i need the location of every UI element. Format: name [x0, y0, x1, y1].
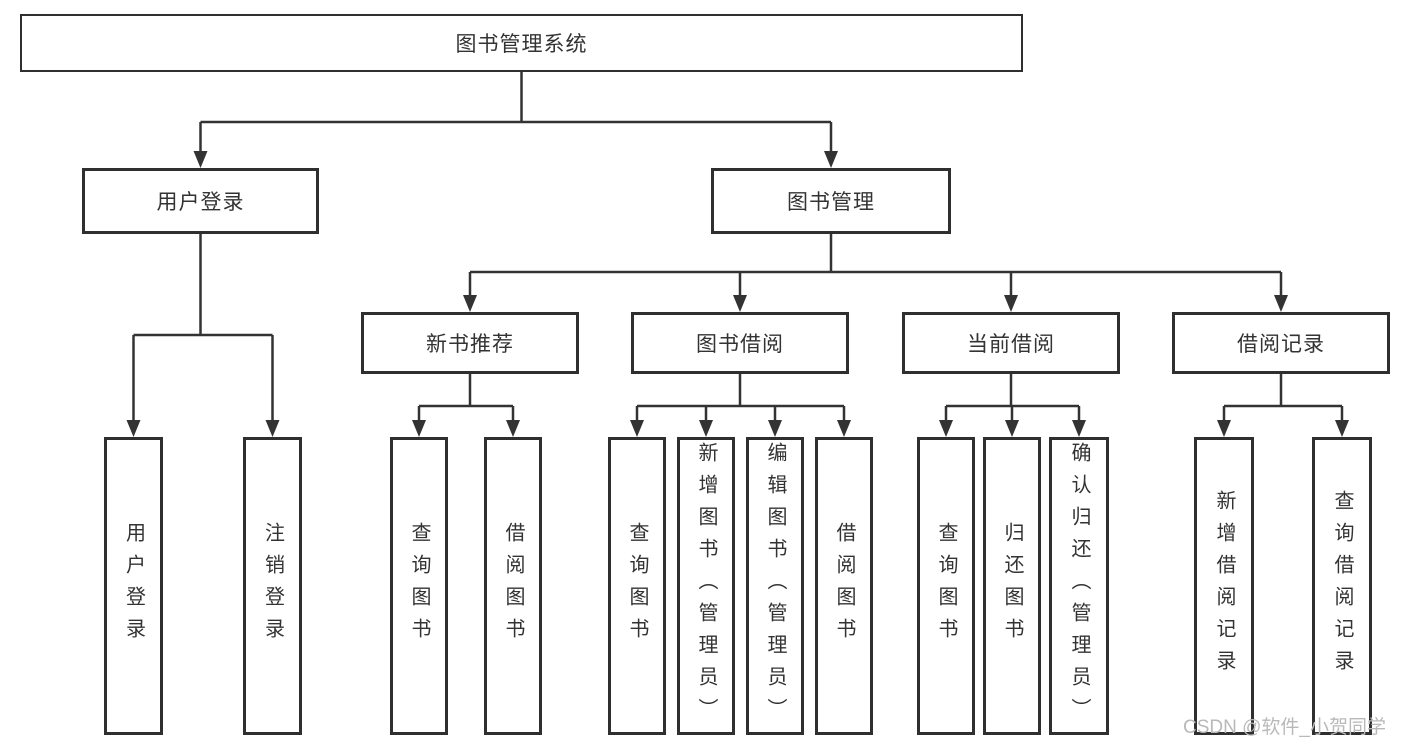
arrowhead-down-icon	[1005, 420, 1019, 437]
node-add-books: 新增图书（管理员）	[677, 437, 735, 735]
arrowhead-down-icon	[265, 420, 280, 437]
node-label: 注销登录	[261, 522, 284, 650]
connector-user-login	[126, 234, 280, 437]
node-query-borrow-record: 查询借阅记录	[1312, 437, 1372, 735]
node-label: 新增借阅记录	[1213, 490, 1235, 682]
connector-book-mgmt	[463, 234, 1288, 312]
connector-current-borrow	[939, 374, 1086, 437]
arrowhead-down-icon	[1004, 295, 1018, 312]
node-new-book-rec: 新书推荐	[361, 312, 579, 374]
node-logout: 注销登录	[243, 437, 302, 735]
connector-lines	[132, 234, 274, 424]
watermark: CSDN @软件_小贺同学	[1183, 717, 1386, 738]
connector-lines	[468, 234, 1283, 299]
node-label: 查询图书	[626, 522, 648, 650]
arrowhead-down-icon	[1335, 420, 1349, 437]
arrowhead-down-icon	[463, 295, 477, 312]
node-label: 归还图书	[1001, 522, 1023, 650]
connector-lines	[1222, 374, 1344, 424]
node-label: 查询图书	[935, 522, 957, 650]
node-query-books-2: 查询图书	[608, 437, 666, 735]
arrowhead-down-icon	[1072, 420, 1086, 437]
node-borrow-books-1: 借阅图书	[484, 437, 542, 735]
arrowhead-down-icon	[412, 420, 426, 437]
node-label: 当前借阅	[967, 333, 1055, 356]
arrowhead-down-icon	[837, 420, 851, 437]
arrowhead-down-icon	[699, 420, 713, 437]
node-book-mgmt: 图书管理	[711, 168, 951, 234]
node-label: 新增图书（管理员）	[695, 442, 717, 730]
node-user-login: 用户登录	[82, 168, 319, 234]
node-add-borrow-record: 新增借阅记录	[1194, 437, 1254, 735]
node-label: 查询图书	[408, 522, 430, 650]
node-confirm-return: 确认归还（管理员）	[1049, 437, 1109, 735]
arrowhead-down-icon	[1274, 295, 1288, 312]
arrowhead-down-icon	[126, 420, 141, 437]
node-label: 图书管理系统	[455, 33, 588, 56]
node-label: 用户登录	[156, 191, 245, 214]
node-label: 编辑图书（管理员）	[764, 442, 786, 730]
node-label: 图书管理	[787, 191, 875, 214]
node-label: 借阅记录	[1237, 333, 1325, 356]
node-label: 图书借阅	[696, 333, 784, 356]
arrowhead-down-icon	[1217, 420, 1231, 437]
node-label: 借阅图书	[502, 522, 524, 650]
node-label: 新书推荐	[426, 333, 514, 356]
arrowhead-down-icon	[824, 151, 838, 168]
arrowhead-down-icon	[506, 420, 520, 437]
node-root: 图书管理系统	[20, 14, 1023, 72]
node-label: 用户登录	[122, 522, 145, 650]
connector-lines	[417, 374, 515, 424]
arrowhead-down-icon	[630, 420, 644, 437]
node-query-books-3: 查询图书	[917, 437, 975, 735]
node-query-books-1: 查询图书	[390, 437, 448, 735]
node-label: 查询借阅记录	[1331, 490, 1353, 682]
node-borrow-books-2: 借阅图书	[815, 437, 873, 735]
node-borrow-records: 借阅记录	[1172, 312, 1390, 374]
node-label: 确认归还（管理员）	[1068, 442, 1090, 730]
arrowhead-down-icon	[939, 420, 953, 437]
connector-lines	[944, 374, 1081, 424]
arrowhead-down-icon	[768, 420, 782, 437]
connector-borrow-records	[1217, 374, 1349, 437]
node-book-borrow: 图书借阅	[631, 312, 849, 374]
node-return-books: 归还图书	[983, 437, 1041, 735]
connector-lines	[635, 374, 846, 424]
connector-root	[193, 72, 838, 168]
node-edit-books: 编辑图书（管理员）	[746, 437, 804, 735]
connector-lines	[199, 72, 833, 155]
node-user-login-leaf: 用户登录	[104, 437, 163, 735]
node-label: 借阅图书	[833, 522, 855, 650]
arrowhead-down-icon	[193, 151, 208, 168]
connector-book-borrow	[630, 374, 851, 437]
connector-new-book-rec	[412, 374, 520, 437]
arrowhead-down-icon	[733, 295, 747, 312]
node-current-borrow: 当前借阅	[902, 312, 1120, 374]
